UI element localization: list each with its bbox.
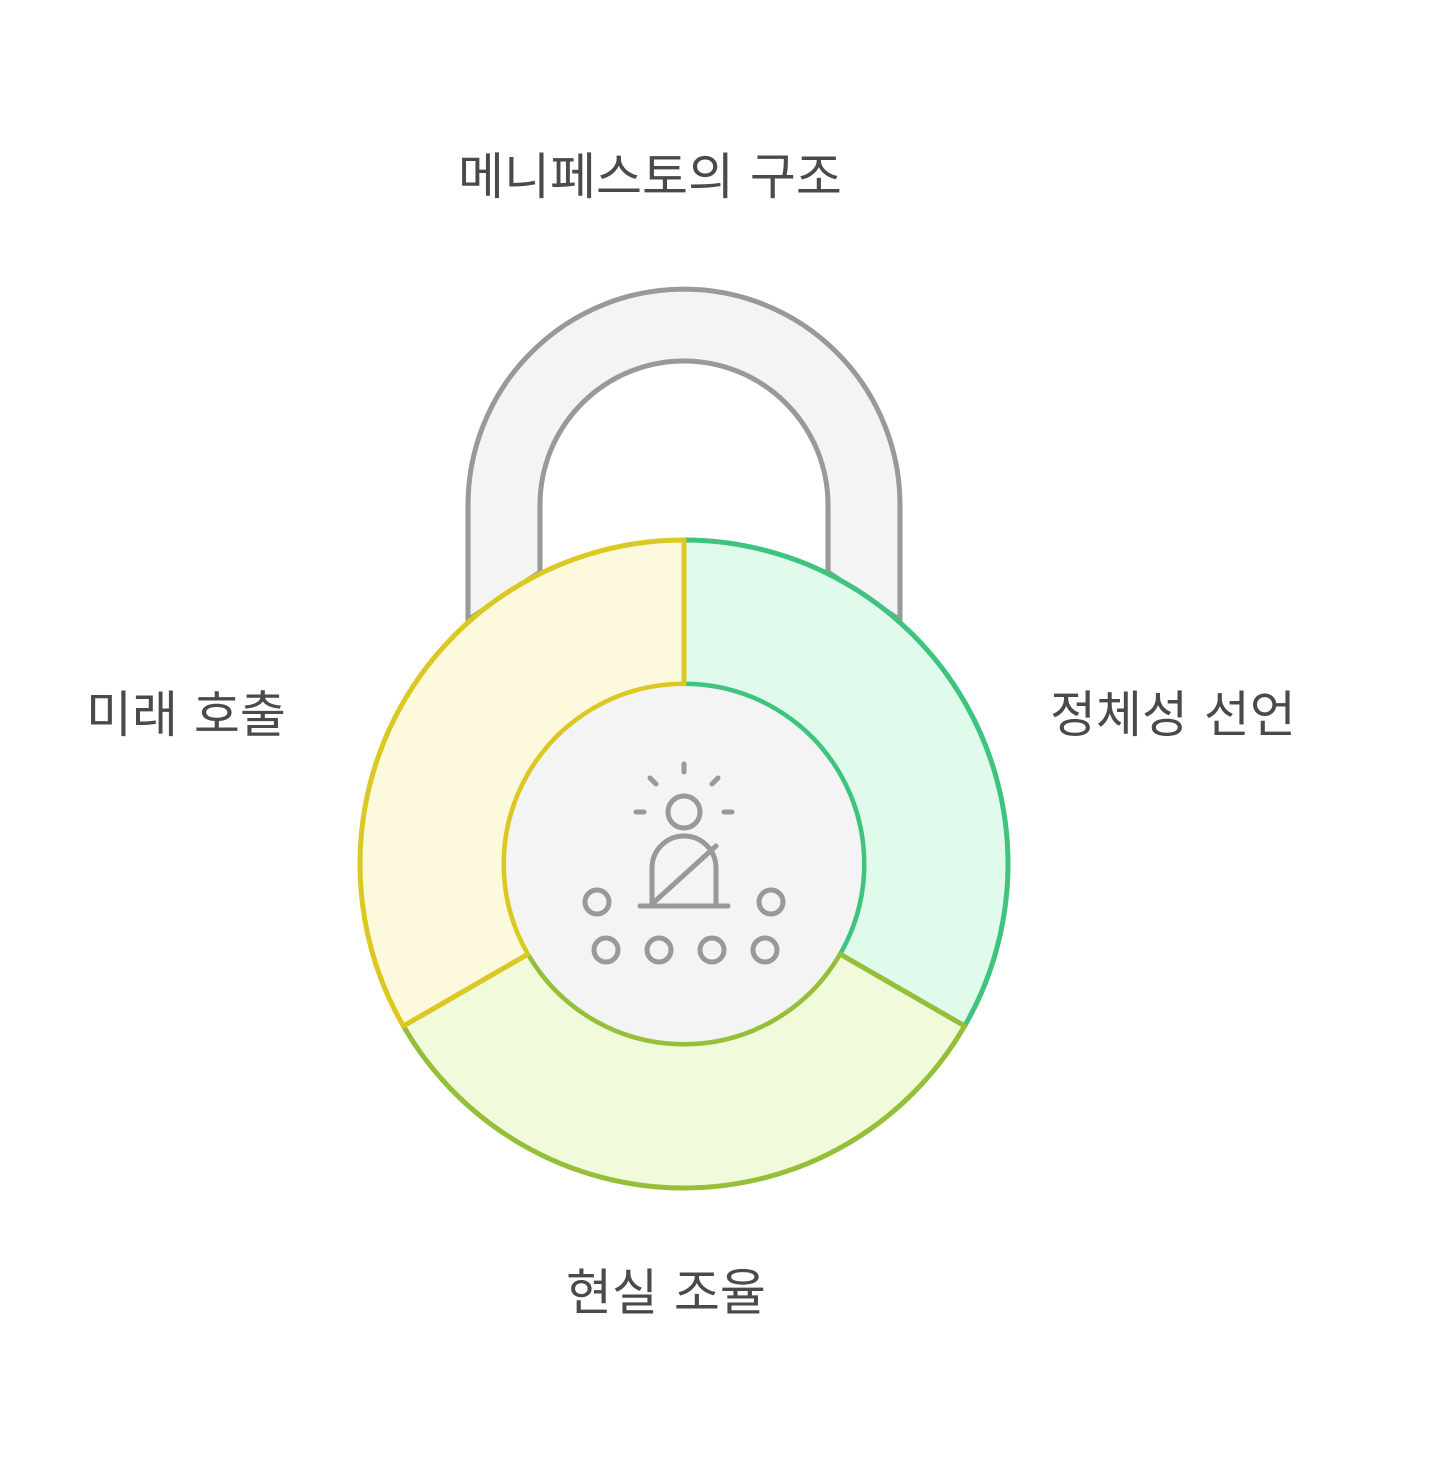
label-future: 미래 호출	[86, 686, 286, 744]
segment-identity	[681, 537, 1011, 1029]
segment-reality	[400, 951, 968, 1191]
lock-shackle	[465, 286, 903, 623]
center-disc	[506, 686, 862, 1042]
segment-future	[357, 537, 687, 1029]
label-identity: 정체성 선언	[1050, 686, 1296, 744]
label-reality: 현실 조율	[566, 1264, 766, 1322]
leader-with-audience-icon	[582, 761, 786, 965]
diagram-title: 메니페스토의 구조	[458, 148, 842, 206]
